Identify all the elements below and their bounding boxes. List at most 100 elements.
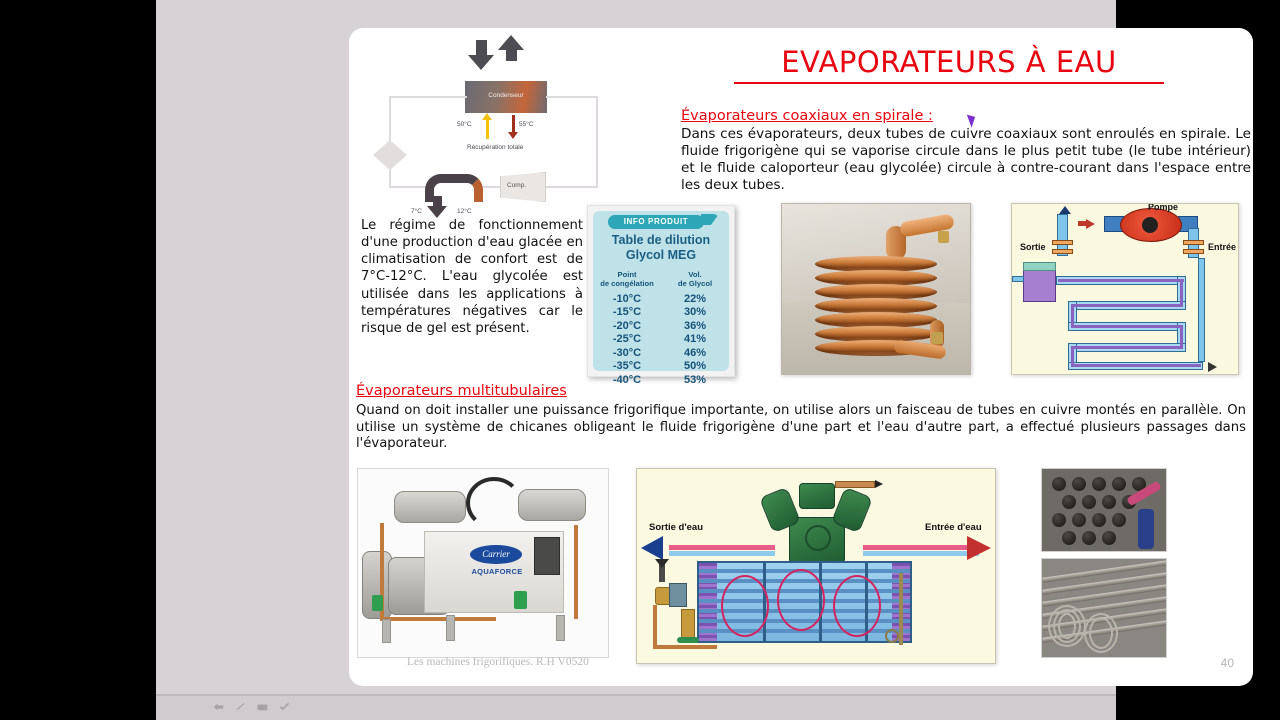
copper-pipe [574,525,578,619]
temp-7-label: 7°C [411,208,422,215]
table-row: -40°C 53% [593,373,729,387]
expansion-valve-top [373,140,407,155]
tube-hole [1132,477,1146,491]
section1-body: Dans ces évaporateurs, deux tubes de cui… [681,126,1251,194]
tube-row [699,629,910,633]
recovery-arrow-up-shaft [486,118,489,139]
chiller-leg [556,615,565,641]
eco-label-badge [514,591,527,609]
tube-hole [1112,513,1126,527]
refrigerant-hose [466,477,522,529]
compressor-motor-left [394,491,466,523]
evaporator-arrow-shaft [433,196,442,208]
tube-hole [1092,477,1106,491]
tube-hole [1052,477,1066,491]
water-header-left [669,545,775,550]
sight-glass [885,629,899,643]
valve-inlet-arrow-shaft [659,564,665,582]
multitubular-evaporator-diagram: Sortie d'eau Entrée d'eau [636,468,996,664]
eco-label-badge [372,595,383,611]
u-bend-coil [1058,613,1076,639]
toolbar-divider [156,694,1116,696]
col1-head-line1: Point [617,270,637,279]
recovery-arrow-down-head [508,132,518,139]
carrier-brand-label: Carrier [482,549,510,559]
copper-pipe [380,617,496,621]
info-banner-tail [701,214,719,225]
pump-inlet-arrow-icon [1086,219,1095,229]
cell-freezing-point: -25°C [612,333,642,346]
sortie-eau-arrow-icon [641,536,663,560]
cell-glycol-volume: 36% [683,319,707,332]
rectangle-icon[interactable] [256,702,269,712]
discharge-arrow-icon [875,480,883,488]
pencil-icon[interactable] [234,702,247,712]
coaxial-evaporator-diagram: Pompe Sortie Entrée [1011,203,1239,375]
entree-eau-arrow-icon [967,536,991,560]
refrigeration-cycle-schematic: Condenseur 50°C 55°C Récupération totale [367,35,598,218]
info-table-title-line1: Table de dilution [611,233,711,247]
recovery-arrow-up-head [482,113,492,120]
col1-head-line2: de congélation [600,279,654,289]
cell-freezing-point: -15°C [612,306,642,319]
water-flow-loop [833,575,881,637]
temp-50-label: 50°C [457,121,472,128]
undo-icon[interactable] [212,702,225,712]
inner-tube-seg [1180,279,1183,305]
tube-hole [1112,477,1126,491]
water-flow-loop [721,575,769,637]
outlet-riser-pipe [1057,214,1068,256]
loop-line-left [389,96,391,142]
coil-ring [815,256,937,272]
coil-ring [815,270,937,286]
cell-freezing-point: -35°C [612,360,642,373]
return-riser-pipe [1198,258,1205,362]
cell-freezing-point: -20°C [612,319,642,332]
carrier-logo-badge [470,545,522,564]
col2-head-line1: Vol. [688,270,702,279]
compressor-motor-right [518,489,586,521]
valve-actuator [669,583,687,607]
loop-line-bottom-mid [483,186,503,188]
info-table-rows: -10°C 22% -15°C 30% -20°C 36% -25°C [593,292,729,387]
evaporator-arrow-head [427,206,447,218]
compressor-flange-ring [805,525,831,551]
carrier-chiller-photo: Carrier AQUAFORCE [357,468,609,658]
schematic-arrow-down-head [468,55,494,70]
col2-head-line2: de Glycol [677,279,713,289]
info-table-column-headers: Point de congélation Vol. de Glycol [593,270,729,288]
copper-pipe [653,645,717,649]
distributor-tank-top [1023,262,1056,271]
chiller-leg [382,619,391,643]
section2-body: Quand on doit installer une puissance fr… [356,403,1246,452]
compressor-label: Comp. [507,182,527,189]
section1-heading: Évaporateurs coaxiaux en spirale : [681,108,933,124]
tube-hole [1062,495,1076,509]
inner-tube-seg [1071,364,1201,367]
cell-glycol-volume: 46% [683,346,707,359]
presentation-slide: EVAPORATEURS À EAU Évaporateurs coaxiaux… [349,28,1253,686]
left-paragraph: Le régime de fonctionnement d'une produc… [361,218,583,336]
sortie-eau-label: Sortie d'eau [649,522,703,533]
inner-tube-seg [1071,346,1074,365]
tube-hole [1072,513,1086,527]
tube-bundle-photo [1041,558,1167,658]
aquaforce-model-label: AQUAFORCE [471,567,523,576]
cell-freezing-point: -40°C [612,373,642,386]
inner-tube-seg [1071,325,1183,328]
cell-freezing-point: -30°C [612,346,642,359]
expansion-valve-bottom [373,155,407,170]
table-row: -25°C 41% [593,333,729,347]
coil-ring [815,284,937,300]
tube-hole [1082,531,1096,545]
valve-inlet-arrow-head [655,559,669,568]
solenoid-valve [681,609,695,639]
page-number: 40 [1220,656,1234,670]
table-row: -15°C 30% [593,306,729,320]
coil-top-elbow [886,226,906,260]
inner-tube-seg [1071,304,1074,326]
pump-hub [1142,217,1158,233]
recovery-arrow-down-shaft [512,115,515,134]
check-icon[interactable] [278,702,291,712]
